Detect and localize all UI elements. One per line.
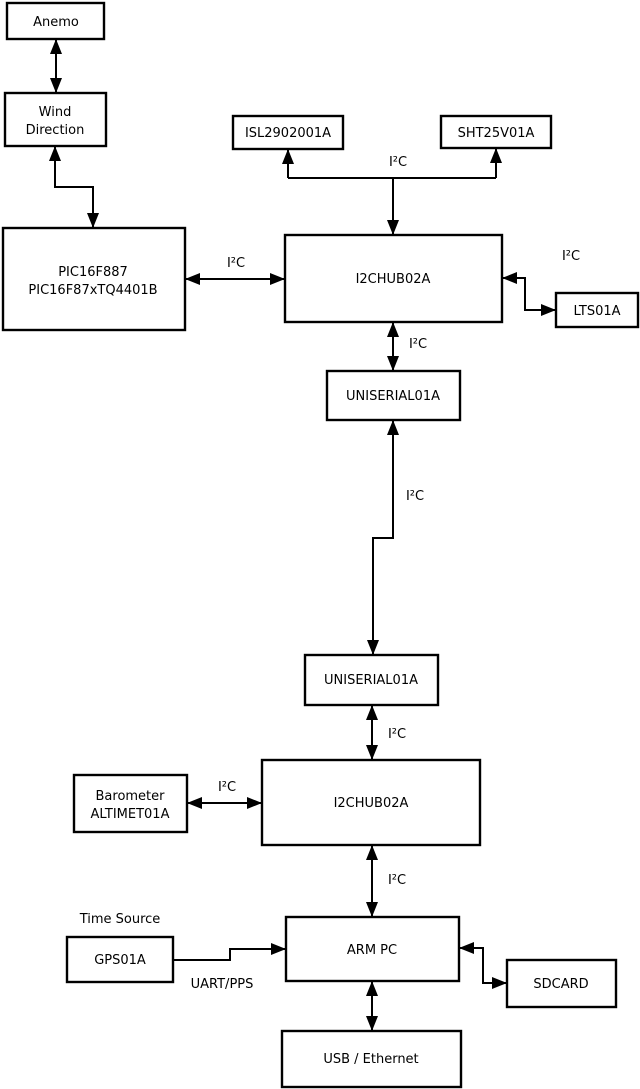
node-pic-controller: PIC16F887 PIC16F87xTQ4401B	[1, 226, 187, 332]
label-i2c-long-link: I²C	[406, 489, 424, 504]
label-time-source: Time Source	[79, 912, 161, 927]
node-i2c-hub-bottom: I2CHUB02A	[260, 758, 482, 847]
node-uniserial-bottom: UNISERIAL01A	[303, 653, 440, 707]
node-usb-ethernet: USB / Ethernet	[280, 1029, 463, 1089]
node-pic-controller-line2: PIC16F87xTQ4401B	[28, 283, 157, 298]
edge-i2chub1-lts	[502, 272, 556, 316]
label-i2c-hub-uniserial1: I²C	[409, 337, 427, 352]
label-i2c-hub-lts: I²C	[562, 249, 580, 264]
node-usb-ethernet-label: USB / Ethernet	[323, 1052, 418, 1067]
node-sht-humidity-sensor: SHT25V01A	[439, 114, 553, 150]
node-i2c-hub-top: I2CHUB02A	[283, 233, 504, 324]
node-isl-light-sensor: ISL2902001A	[231, 114, 345, 151]
node-barometer: Barometer ALTIMET01A	[72, 773, 189, 834]
node-sdcard-label: SDCARD	[533, 977, 588, 992]
node-anemo-label: Anemo	[33, 15, 79, 30]
node-wind-direction: Wind Direction	[3, 91, 108, 148]
node-uniserial-top-label: UNISERIAL01A	[346, 389, 440, 404]
node-i2c-hub-bottom-label: I2CHUB02A	[334, 796, 409, 811]
label-i2c-pic-hub: I²C	[227, 256, 245, 271]
label-i2c-top-bus: I²C	[389, 155, 407, 170]
edge-wind-pic	[49, 146, 99, 228]
node-lts-temp-sensor: LTS01A	[554, 291, 640, 329]
node-arm-pc: ARM PC	[284, 915, 461, 983]
node-pic-controller-line1: PIC16F887	[58, 265, 128, 280]
label-i2c-barometer-hub: I²C	[218, 780, 236, 795]
node-wind-direction-line1: Wind	[39, 105, 72, 120]
node-sht-humidity-sensor-label: SHT25V01A	[458, 126, 535, 141]
node-i2c-hub-top-label: I2CHUB02A	[356, 272, 431, 287]
node-barometer-line2: ALTIMET01A	[91, 807, 170, 822]
label-uart-pps: UART/PPS	[191, 977, 254, 992]
edge-gps-armpc	[173, 943, 286, 961]
node-gps-label: GPS01A	[94, 953, 146, 968]
node-anemo: Anemo	[5, 1, 106, 41]
label-i2c-uniserial2-hub: I²C	[388, 727, 406, 742]
node-gps: GPS01A	[65, 935, 175, 984]
node-isl-light-sensor-label: ISL2902001A	[245, 126, 331, 141]
node-barometer-line1: Barometer	[96, 789, 166, 804]
node-uniserial-top: UNISERIAL01A	[325, 369, 462, 422]
edge-armpc-sdcard	[459, 942, 507, 989]
node-wind-direction-line2: Direction	[26, 123, 85, 138]
label-i2c-hub-armpc: I²C	[388, 873, 406, 888]
node-arm-pc-label: ARM PC	[347, 943, 397, 958]
node-lts-temp-sensor-label: LTS01A	[573, 304, 620, 319]
node-uniserial-bottom-label: UNISERIAL01A	[324, 673, 418, 688]
edge-uniserial1-uniserial2	[367, 420, 399, 655]
node-sdcard: SDCARD	[505, 958, 618, 1009]
